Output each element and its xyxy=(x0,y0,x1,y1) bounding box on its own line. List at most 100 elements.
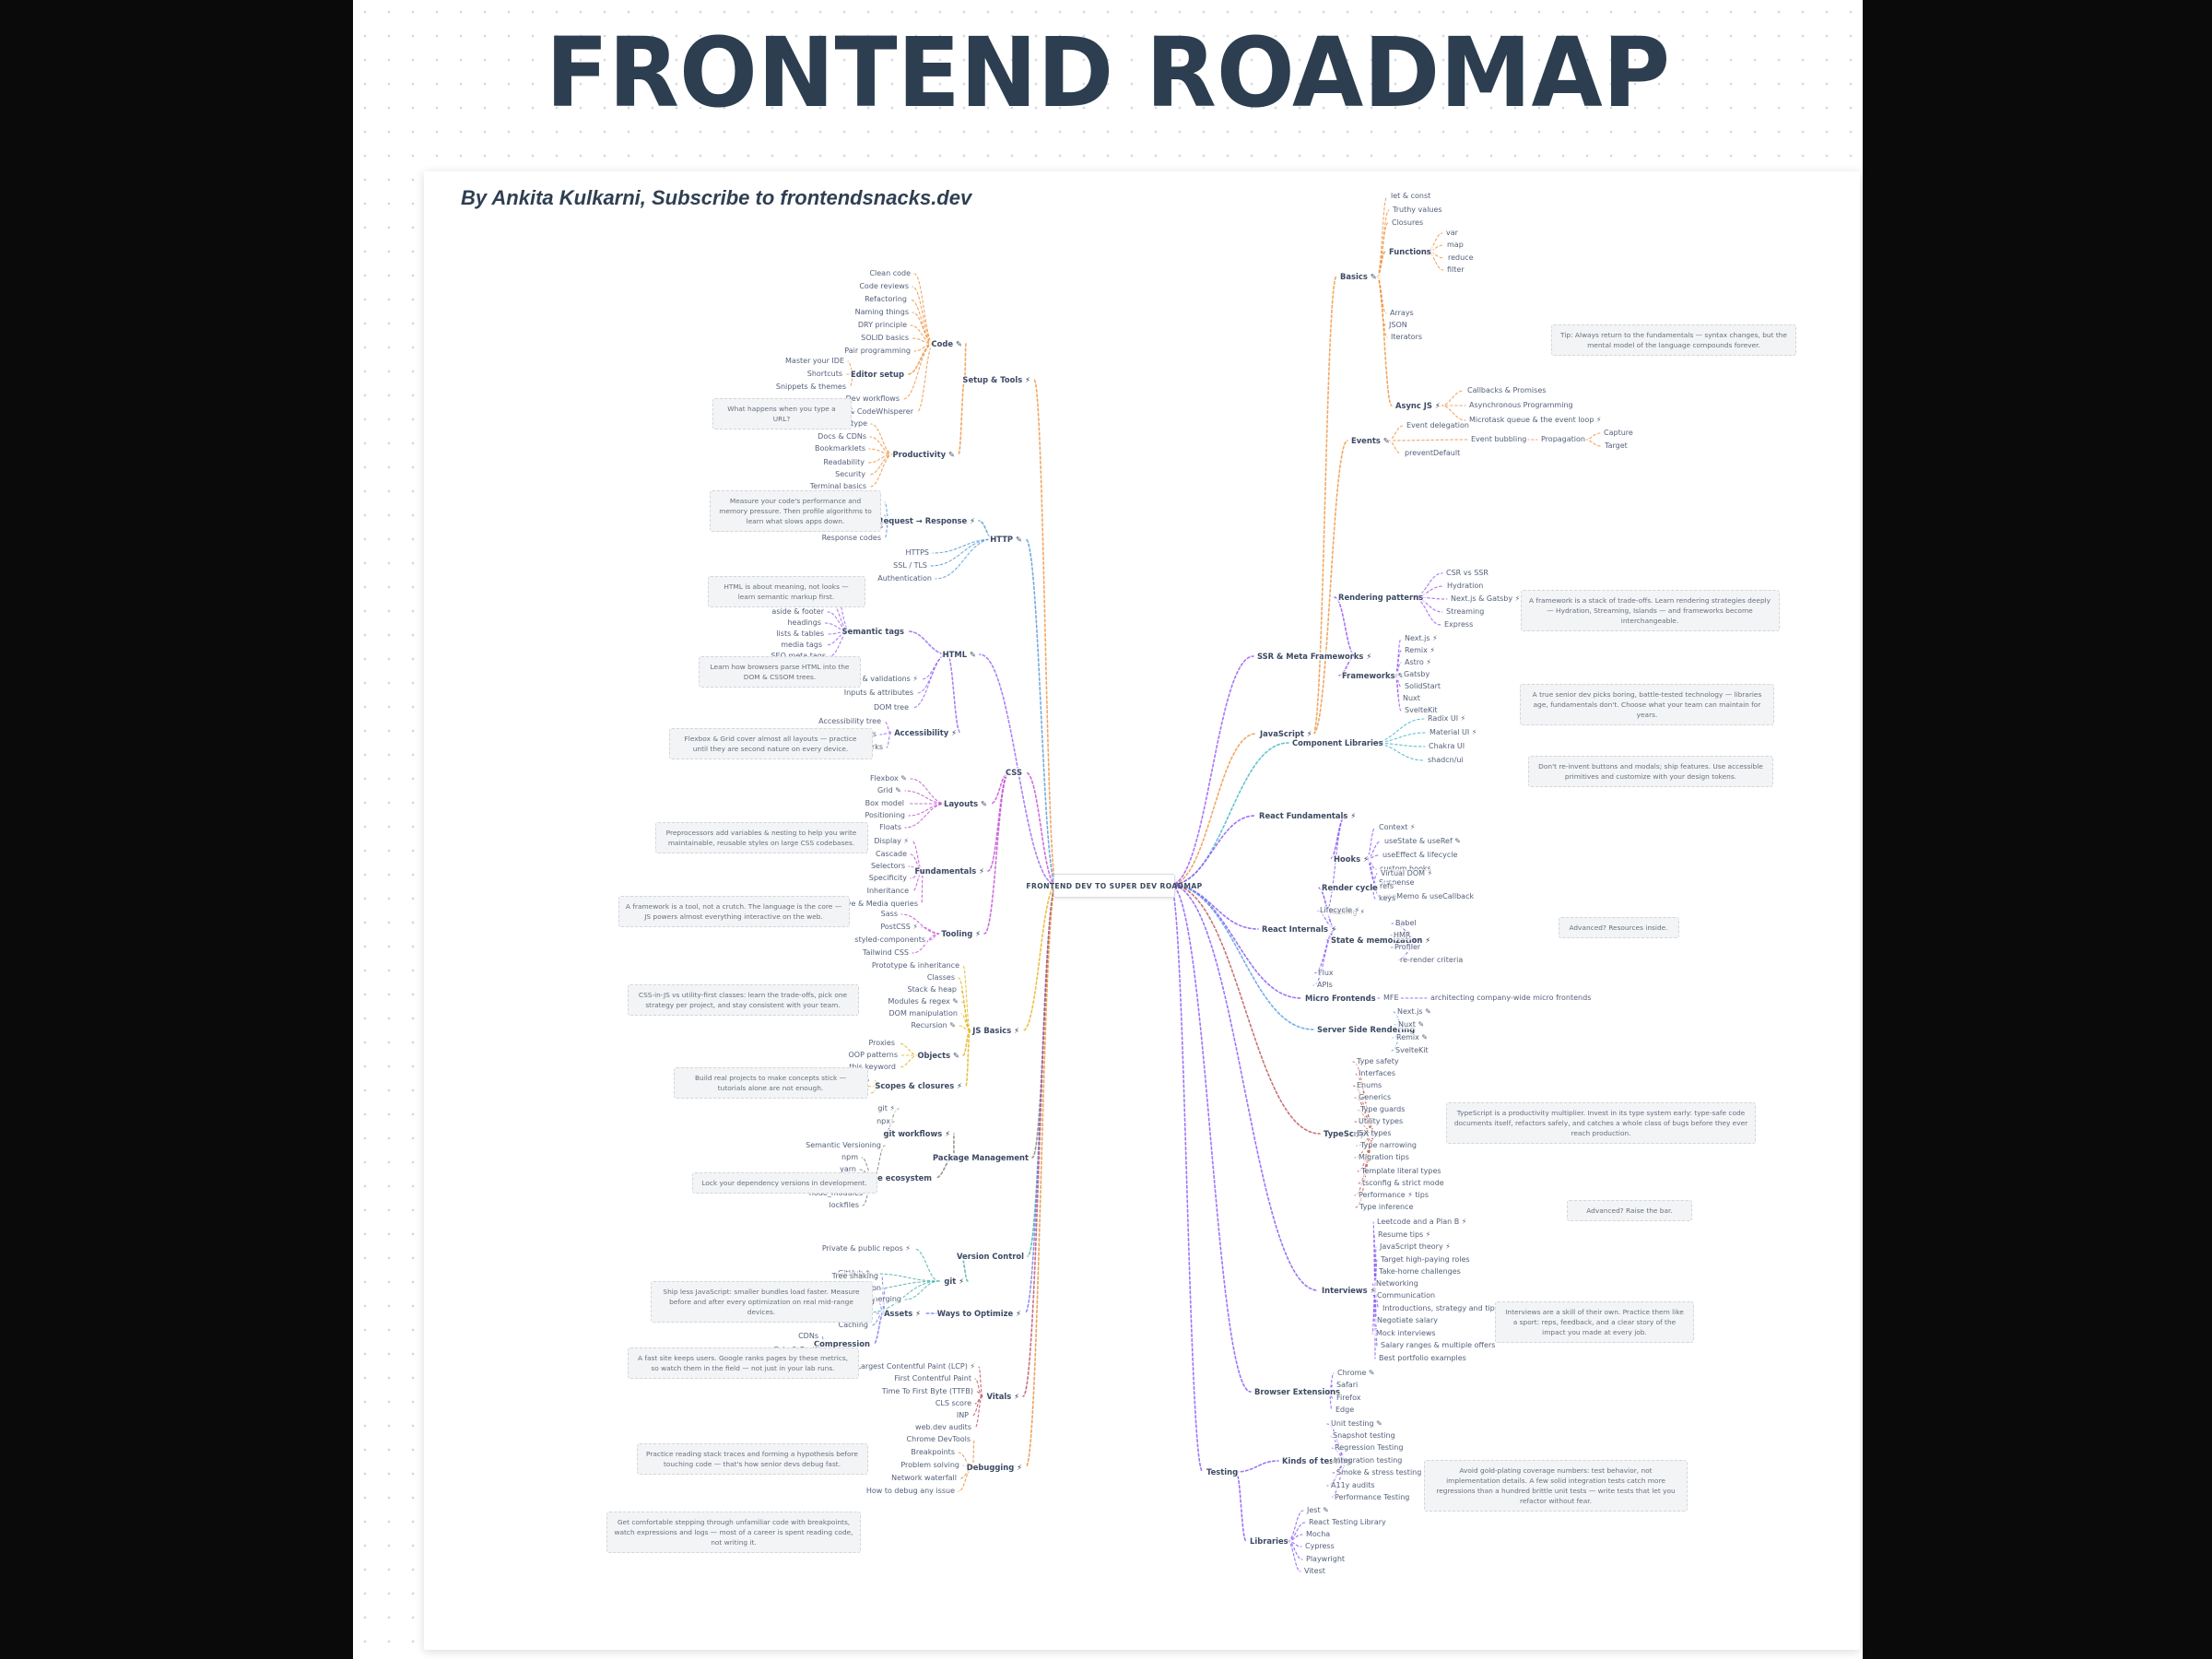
mindmap-node-perf-6: Caching xyxy=(836,1321,870,1331)
byline: By Ankita Kulkarni, Subscribe to fronten… xyxy=(461,186,972,209)
mindmap-node-perf-7: Compression xyxy=(812,1338,872,1349)
mindmap-node-ssr-0: Server Side Rendering xyxy=(1315,1024,1418,1035)
mindmap-node-css-0: CSS xyxy=(1004,767,1024,778)
mindmap-node-typescript-5: Type guards xyxy=(1359,1105,1407,1115)
edge-meta-fw-1 xyxy=(1334,596,1357,657)
mindmap-node-html-13: Accessibility tree xyxy=(817,717,883,727)
mindmap-node-react-3: useState & useRef ✎ xyxy=(1382,837,1464,847)
mindmap-node-component-libs-2: Material UI ⚡ xyxy=(1428,728,1479,738)
mindmap-node-js-deep-12: Iterators xyxy=(1389,333,1425,343)
mindmap-node-tools-2: Clean code xyxy=(867,269,912,279)
mindmap-node-css-7: Fundamentals ⚡ xyxy=(912,865,986,877)
mindmap-node-testing-15: Vitest xyxy=(1302,1567,1327,1577)
mindmap-node-css-3: Grid ✎ xyxy=(875,786,903,796)
mindmap-node-css-13: Responsive & Media queries xyxy=(812,900,920,910)
mindmap-node-interviews-5: Take-home challenges xyxy=(1377,1267,1463,1277)
mindmap-node-css-5: Positioning xyxy=(863,811,907,821)
mindmap-node-tools-6: DRY principle xyxy=(855,321,909,331)
mindmap-node-js-deep-1: Basics ✎ xyxy=(1338,271,1379,282)
edge-js-1 xyxy=(962,965,971,1031)
mindmap-node-typescript-0: TypeScript ✎ xyxy=(1322,1128,1381,1139)
mindmap-node-meta-fw-8: Next.js ⚡ xyxy=(1403,634,1440,644)
mindmap-node-js-deep-17: Events ✎ xyxy=(1349,435,1392,446)
mindmap-node-meta-fw-6: Express xyxy=(1442,620,1476,630)
mindmap-node-vitals-2: First Contentful Paint xyxy=(892,1374,973,1384)
mindmap-node-react-2: Context ⚡ xyxy=(1377,823,1418,833)
mindmap-node-vitals-0: Vitals ⚡ xyxy=(984,1391,1021,1402)
mindmap-node-mfe-2: architecting company-wide micro frontend… xyxy=(1429,994,1594,1004)
mindmap-node-debug-4: Network waterfall xyxy=(889,1474,959,1484)
mindmap-node-css-11: Specificity xyxy=(866,874,909,884)
mindmap-node-js-deep-20: Propagation xyxy=(1539,435,1587,445)
mindmap-node-tools-5: Naming things xyxy=(853,308,911,318)
mindmap-node-html-7: media tags xyxy=(779,641,824,651)
mindmap-node-js-10: this keyword xyxy=(847,1063,898,1073)
mindmap-node-js-5: DOM manipulation xyxy=(887,1009,959,1019)
mindmap-node-js-deep-23: preventDefault xyxy=(1403,449,1463,459)
mindmap-node-js-deep-8: reduce xyxy=(1446,253,1476,264)
mindmap-node-testing-7: A11y audits xyxy=(1329,1481,1377,1491)
mindmap-node-http-6: HTTPS xyxy=(903,548,931,559)
edge-testing-8 xyxy=(1330,1460,1349,1499)
mindmap-node-js-0: JS Basics ⚡ xyxy=(971,1025,1021,1036)
tip-note-7: CSS-in-JS vs utility-first classes: lear… xyxy=(627,984,859,1017)
edge-http-7 xyxy=(930,538,994,567)
mindmap-node-interviews-4: Target high-paying roles xyxy=(1379,1255,1472,1265)
mindmap-node-react-0: React Fundamentals ⚡ xyxy=(1257,810,1359,821)
mindmap-node-css-17: styled-components xyxy=(853,935,927,946)
mindmap-node-testing-10: Jest ✎ xyxy=(1305,1506,1331,1516)
edge-tools-14 xyxy=(916,343,935,413)
mindmap-node-js-3: Stack & heap xyxy=(905,985,959,995)
mindmap-node-testing-6: Smoke & stress testing xyxy=(1335,1468,1424,1478)
mindmap-node-js-deep-9: filter xyxy=(1445,265,1466,276)
mindmap-node-meta-fw-0: SSR & Meta Frameworks ⚡ xyxy=(1255,651,1374,662)
edge-react-8 xyxy=(1324,815,1347,913)
mindmap-node-js-deep-14: Callbacks & Promises xyxy=(1465,386,1548,396)
mindmap-node-vitals-1: Largest Contentful Paint (LCP) ⚡ xyxy=(854,1362,977,1372)
mindmap-node-js-8: Proxies xyxy=(866,1039,897,1049)
mindmap-node-debug-5: How to debug any issue xyxy=(864,1487,957,1497)
tip-note-18: Advanced? Resources inside. xyxy=(1558,917,1679,939)
edge-js-deep-0 xyxy=(1170,733,1257,886)
edge-js-deep-17 xyxy=(1312,440,1348,735)
mindmap-node-testing-14: Playwright xyxy=(1304,1555,1347,1565)
mindmap-node-js-6: Recursion ✎ xyxy=(909,1021,958,1031)
edge-meta-fw-4 xyxy=(1412,596,1448,600)
mindmap-node-http-7: SSL / TLS xyxy=(891,561,929,571)
edge-css-7 xyxy=(987,771,1010,872)
mindmap-node-css-18: Tailwind CSS xyxy=(860,948,911,959)
tip-note-5: Preprocessors add variables & nesting to… xyxy=(654,822,868,854)
mindmap-node-tools-9: Editor setup xyxy=(848,369,906,380)
mindmap-node-testing-8: Performance Testing xyxy=(1333,1493,1412,1503)
edge-react-1 xyxy=(1329,815,1347,860)
mindmap-node-perf-8: CDNs xyxy=(796,1332,820,1342)
mindmap-node-http-5: Response codes xyxy=(819,534,883,544)
mindmap-node-tools-1: Code ✎ xyxy=(929,338,964,349)
mindmap-node-html-10: Inputs & attributes xyxy=(841,688,915,699)
mindmap-node-css-10: Selectors xyxy=(868,862,907,872)
mindmap-node-js-deep-21: Capture xyxy=(1602,429,1635,439)
mindmap-node-vcs-0: Version Control xyxy=(955,1251,1026,1262)
mindmap-node-tools-4: Refactoring xyxy=(863,295,909,305)
edge-js-deep-2 xyxy=(1376,195,1388,277)
edge-css-5 xyxy=(908,803,947,817)
tip-note-0: What happens when you type a URL? xyxy=(712,398,852,430)
edge-html-14 xyxy=(879,732,892,735)
mindmap-node-react-internals-7: Babel xyxy=(1394,919,1418,929)
mindmap-node-react-1: Hooks ⚡ xyxy=(1332,853,1371,865)
edge-meta-fw-6 xyxy=(1412,596,1441,626)
mindmap-node-pkg-7: yarn xyxy=(838,1165,858,1175)
mindmap-node-css-1: Layouts ✎ xyxy=(942,798,989,809)
mindmap-node-interviews-11: Salary ranges & multiple offers xyxy=(1379,1341,1498,1351)
edge-js-deep-21 xyxy=(1584,432,1601,441)
edge-testing-0 xyxy=(1170,884,1204,1473)
edge-tools-2 xyxy=(913,273,935,345)
mindmap-node-typescript-3: Enums xyxy=(1355,1081,1384,1091)
edge-js-7 xyxy=(962,1030,971,1056)
mindmap-node-tools-11: Shortcuts xyxy=(805,370,844,380)
mindmap-node-typescript-1: Type safety xyxy=(1355,1057,1401,1067)
edge-vcs-3 xyxy=(875,1273,940,1282)
edge-http-8 xyxy=(935,538,994,580)
edge-extensions-0 xyxy=(1170,884,1252,1393)
